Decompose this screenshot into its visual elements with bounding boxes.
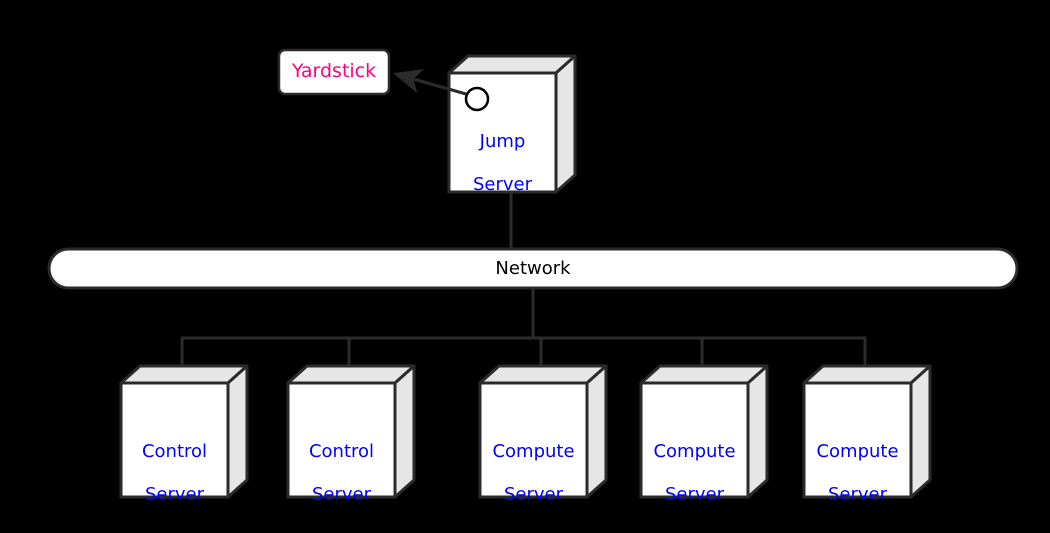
network-node[interactable] xyxy=(47,247,1019,290)
compute-server-2-node[interactable] xyxy=(639,364,769,499)
connector-jump-to-yardstick xyxy=(392,69,467,96)
compute-server-1-node[interactable] xyxy=(478,364,608,499)
circle-port-icon xyxy=(464,86,490,112)
control-server-2-node[interactable] xyxy=(286,364,416,499)
server-bus-line xyxy=(180,336,867,373)
control-server-1-node[interactable] xyxy=(119,364,249,499)
compute-server-3-node[interactable] xyxy=(802,364,932,499)
yardstick-node[interactable] xyxy=(277,48,391,96)
jump-server-node[interactable] xyxy=(447,54,577,194)
